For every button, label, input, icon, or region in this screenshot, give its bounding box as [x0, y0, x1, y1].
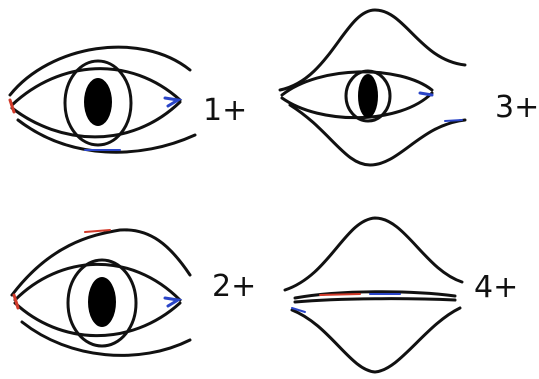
eye-diagram-grade-4: [285, 218, 462, 372]
grade-3-label: 3+: [495, 90, 539, 125]
closed-lid-lower: [295, 299, 455, 302]
eye-diagram-grade-2: [12, 230, 190, 356]
medial-canthus-mark: [420, 93, 432, 95]
eye-diagram-grade-3: [280, 10, 465, 165]
lower-fold: [22, 322, 190, 355]
lower-swelling-tint: [445, 120, 462, 121]
upper-swelling: [285, 218, 462, 290]
pupil: [358, 74, 378, 118]
lid-crease-tint: [320, 294, 360, 295]
pupil: [88, 277, 116, 327]
grade-2-label: 2+: [212, 269, 256, 304]
grade-4-label: 4+: [474, 270, 518, 305]
grade-1-label: 1+: [203, 93, 247, 128]
lower-swelling: [292, 308, 460, 372]
eye-diagram-grade-1: [10, 47, 195, 152]
pupil: [84, 78, 112, 126]
